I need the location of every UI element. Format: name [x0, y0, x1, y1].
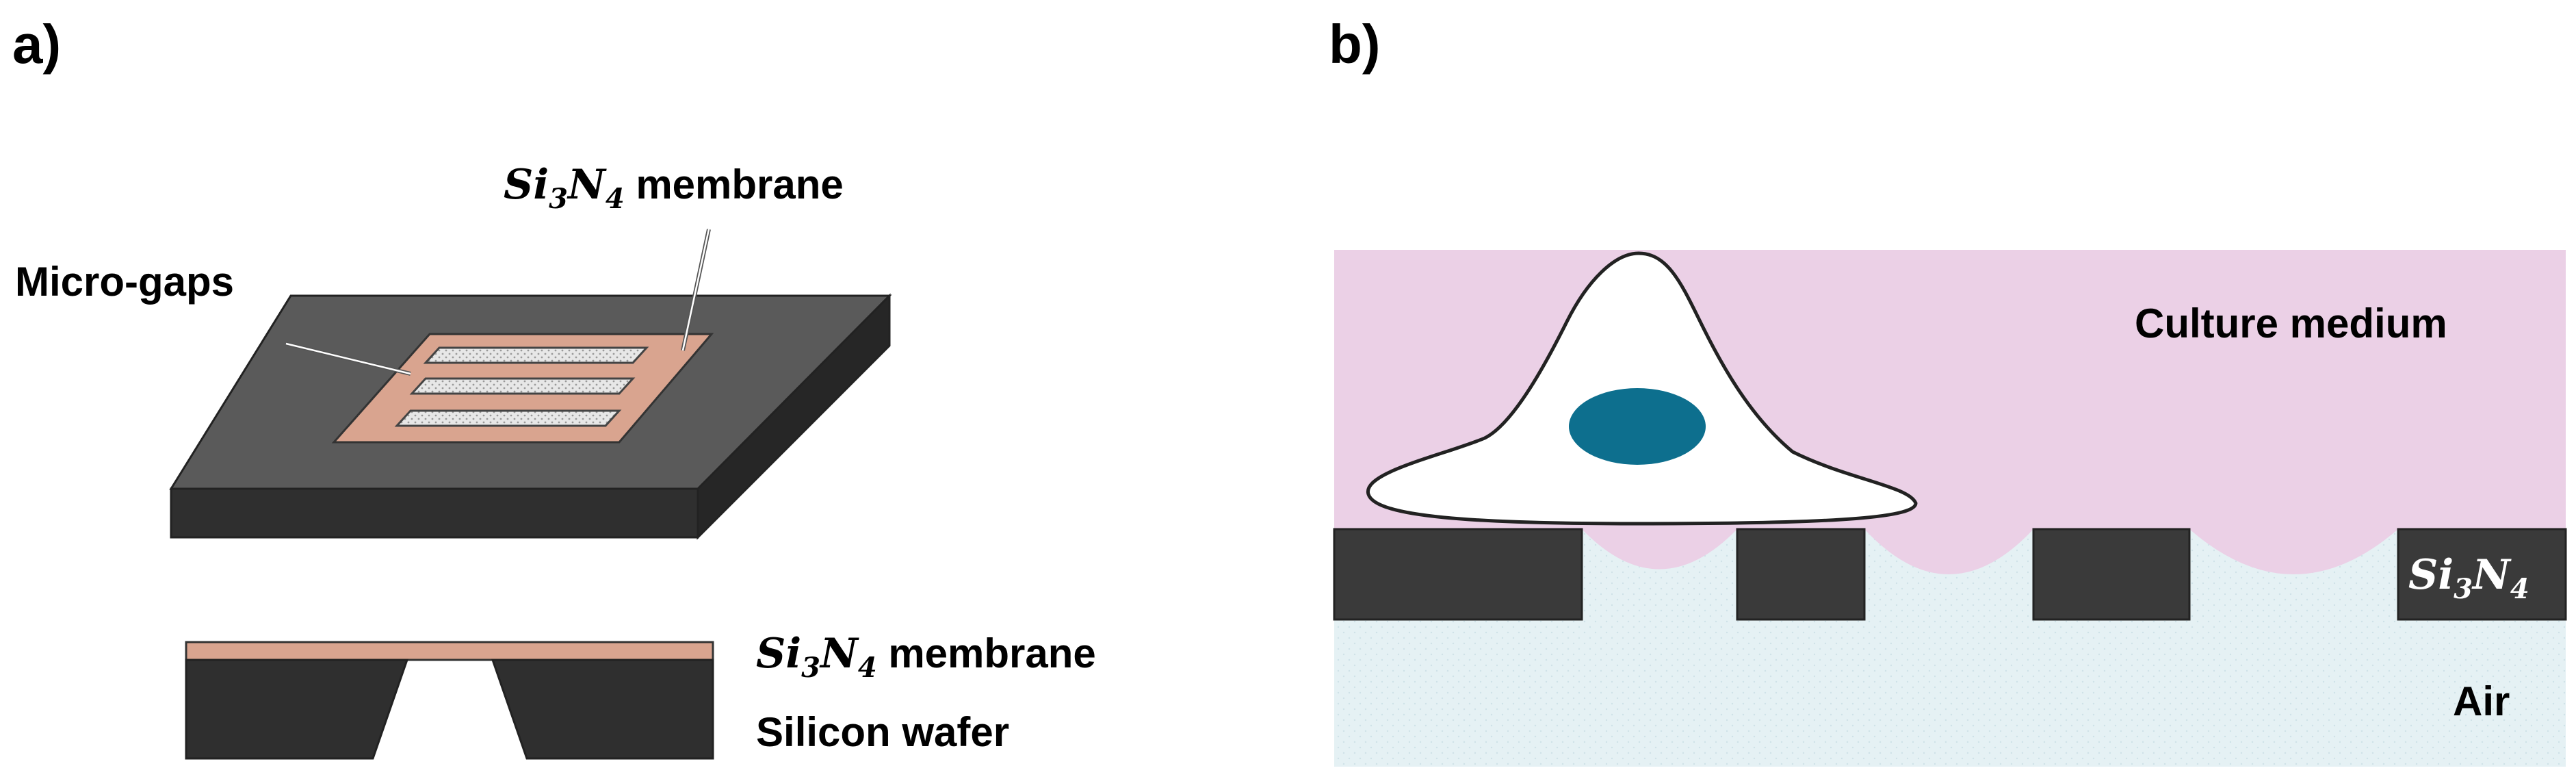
gap-slot	[394, 409, 622, 427]
air-region	[1334, 620, 2566, 767]
cross-section	[185, 641, 714, 760]
cell-nucleus	[1569, 388, 1706, 465]
meniscus	[1864, 529, 2033, 574]
gap-slot	[423, 346, 649, 364]
medium-label: Culture medium	[2135, 301, 2447, 346]
wafer-left	[185, 659, 409, 760]
sin-block	[1333, 528, 1583, 621]
sin-block	[1736, 528, 1866, 621]
sin-block	[2032, 528, 2191, 621]
meniscus	[1582, 529, 1737, 570]
micro-gaps	[394, 346, 649, 427]
wafer-right	[491, 659, 714, 760]
sin-block	[2397, 528, 2567, 621]
cross-membrane-layer	[185, 641, 714, 661]
panel-b-tag: b)	[1329, 14, 1381, 75]
wafer-label: Silicon wafer	[756, 709, 1009, 755]
chip-side-face	[697, 293, 891, 540]
panel-b: b) Culture medium Air Si3N4	[1329, 14, 2567, 767]
panel-a: a) Micro-gaps Si3N4 membrane	[12, 14, 1096, 760]
panel-a-tag: a)	[12, 14, 61, 75]
sin-label: Si3N4	[2408, 551, 2529, 605]
chip-front-face	[170, 487, 699, 539]
cross-membrane-label: Si3N4 membrane	[756, 630, 1096, 684]
gap-slot	[409, 377, 636, 395]
meniscus	[2189, 529, 2398, 574]
air-label: Air	[2453, 678, 2510, 724]
membrane-label: Si3N4 membrane	[504, 161, 844, 215]
leader-lines	[285, 229, 711, 376]
microgaps-label: Micro-gaps	[15, 259, 234, 305]
